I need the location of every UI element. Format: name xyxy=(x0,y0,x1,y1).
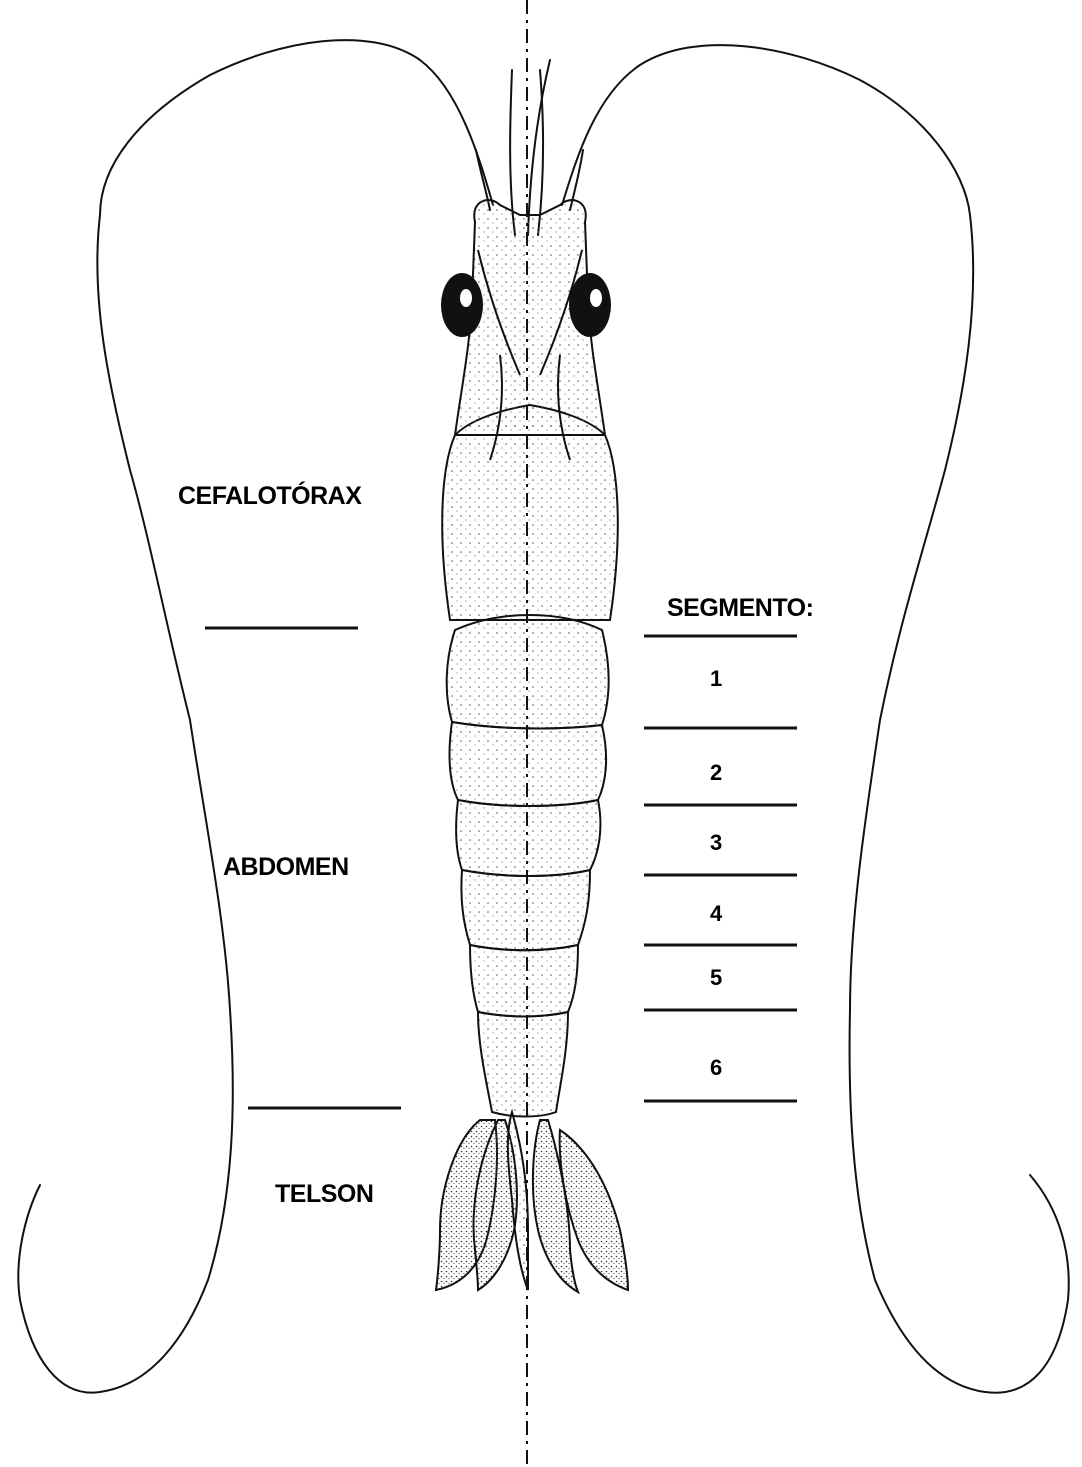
segment-number-5: 5 xyxy=(710,967,722,989)
label-cephalothorax: CEFALOTÓRAX xyxy=(178,484,361,509)
abdomen-segment-6 xyxy=(478,1012,568,1117)
segment-number-3: 3 xyxy=(710,832,722,854)
cephalothorax xyxy=(442,405,618,620)
left-antenna xyxy=(18,40,493,1393)
label-telson: TELSON xyxy=(275,1182,373,1207)
label-abdomen: ABDOMEN xyxy=(223,855,349,880)
left-eye-icon xyxy=(441,273,483,337)
segment-number-1: 1 xyxy=(710,668,722,690)
right-antenna xyxy=(562,45,1069,1393)
right-eye-icon xyxy=(569,273,611,337)
segment-number-6: 6 xyxy=(710,1057,722,1079)
abdomen-segment-5 xyxy=(470,945,578,1017)
label-segment-heading: SEGMENTO: xyxy=(667,596,813,621)
abdomen-segment-3 xyxy=(456,800,600,876)
segment-number-4: 4 xyxy=(710,903,722,925)
abdomen-segment-4 xyxy=(461,870,590,950)
segment-number-2: 2 xyxy=(710,762,722,784)
